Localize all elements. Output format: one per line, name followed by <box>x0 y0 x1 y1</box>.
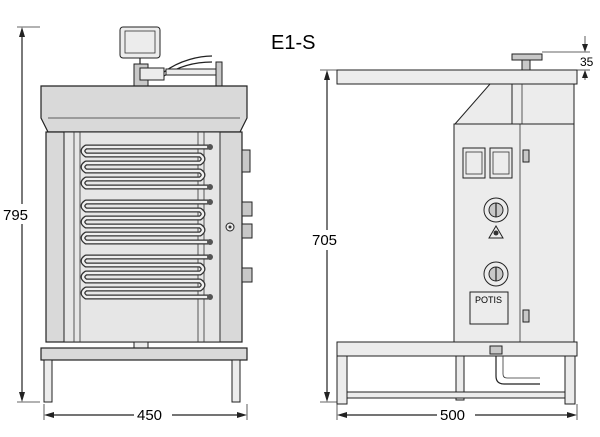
top-offset-label: 35 <box>580 55 594 69</box>
potis-panel <box>469 291 509 325</box>
side-width-dimension <box>336 404 578 423</box>
top-cover <box>40 85 248 133</box>
top-offset-dimension <box>542 36 590 80</box>
drip-tray <box>40 347 248 361</box>
front-width-label: 450 <box>137 407 162 424</box>
front-width-dimension <box>43 404 248 423</box>
top-arm <box>336 69 578 85</box>
side-view <box>336 53 578 405</box>
side-leg-right <box>564 355 576 405</box>
column <box>453 83 513 125</box>
potis-label: POTIS <box>475 295 502 305</box>
front-leg-right <box>231 359 241 403</box>
front-view <box>40 26 253 403</box>
heating-coils <box>80 144 213 300</box>
front-knob <box>241 201 253 217</box>
side-height-label: 705 <box>312 232 337 249</box>
side-leg-left <box>336 355 348 405</box>
front-switch <box>241 267 253 283</box>
front-height-label: 795 <box>3 207 28 224</box>
side-height-dimension <box>308 69 348 403</box>
front-height-dimension <box>2 26 40 403</box>
lower-dial <box>483 261 509 287</box>
side-drip-tray <box>336 341 578 357</box>
model-title: E1-S <box>271 32 315 54</box>
front-leg-left <box>43 359 53 403</box>
side-width-label: 500 <box>440 407 465 424</box>
upper-dial <box>483 197 509 239</box>
